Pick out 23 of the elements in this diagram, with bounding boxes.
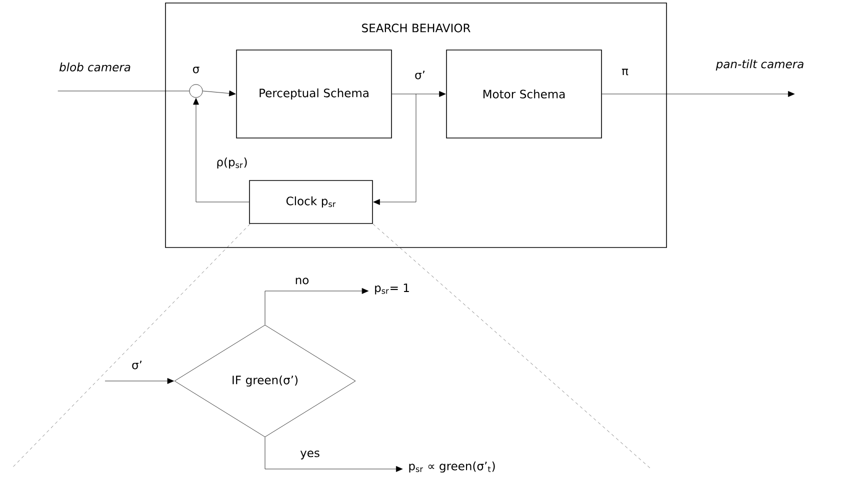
arrow [264, 437, 403, 472]
outcome-label: p$_{sr}$= 1 [375, 284, 409, 294]
output-label: pan-tilt camera [716, 59, 804, 71]
arrow [602, 91, 795, 97]
edge-label: σ’ [414, 70, 426, 80]
schema-box: Perceptual Schema [236, 50, 392, 138]
edge-label: yes [299, 450, 321, 460]
arrow [104, 378, 174, 384]
edge-label: ρ(p$_{sr}$) [215, 156, 249, 170]
schema-box: Motor Schema [446, 50, 602, 138]
arrow [193, 98, 250, 202]
clock-box: Clock p$_{sr}$ [249, 180, 373, 224]
arrow [392, 91, 446, 97]
outcome-label: p$_{sr}$ ∝ green(σ’$_{t}$) [409, 461, 495, 473]
arrow [264, 288, 369, 325]
input-label: blob camera [59, 62, 130, 72]
arrow [202, 90, 236, 96]
arrow [373, 94, 416, 205]
edge-label: σ’ [130, 360, 144, 370]
signal-label: σ [192, 66, 200, 74]
summing-junction [189, 84, 203, 98]
edge-label: π [620, 68, 630, 76]
edge-label: no [294, 276, 310, 286]
